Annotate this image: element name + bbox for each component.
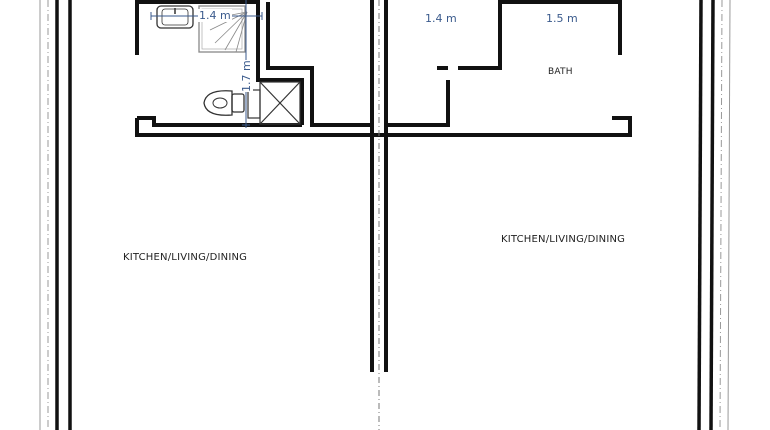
kitchen-left-room-label: KITCHEN/LIVING/DINING [123, 252, 248, 263]
left-bath-width-dimension: 1.4 m [198, 9, 232, 22]
bath-room-label: BATH [548, 67, 573, 77]
center-width-dimension: 1.4 m [424, 12, 458, 25]
left-bath-toilet [203, 90, 245, 116]
left-duct [247, 81, 301, 125]
kitchen-right-room-label: KITCHEN/LIVING/DINING [501, 234, 626, 245]
outer-wall-right [697, 0, 731, 430]
right-bath-width-dimension: 1.5 m [545, 12, 579, 25]
center-walls [310, 0, 632, 372]
left-bath-sink [156, 5, 194, 29]
left-bathroom-walls [135, 0, 376, 137]
outer-wall-left [39, 0, 72, 430]
left-bath-height-dimension: 1.7 m [240, 60, 253, 92]
